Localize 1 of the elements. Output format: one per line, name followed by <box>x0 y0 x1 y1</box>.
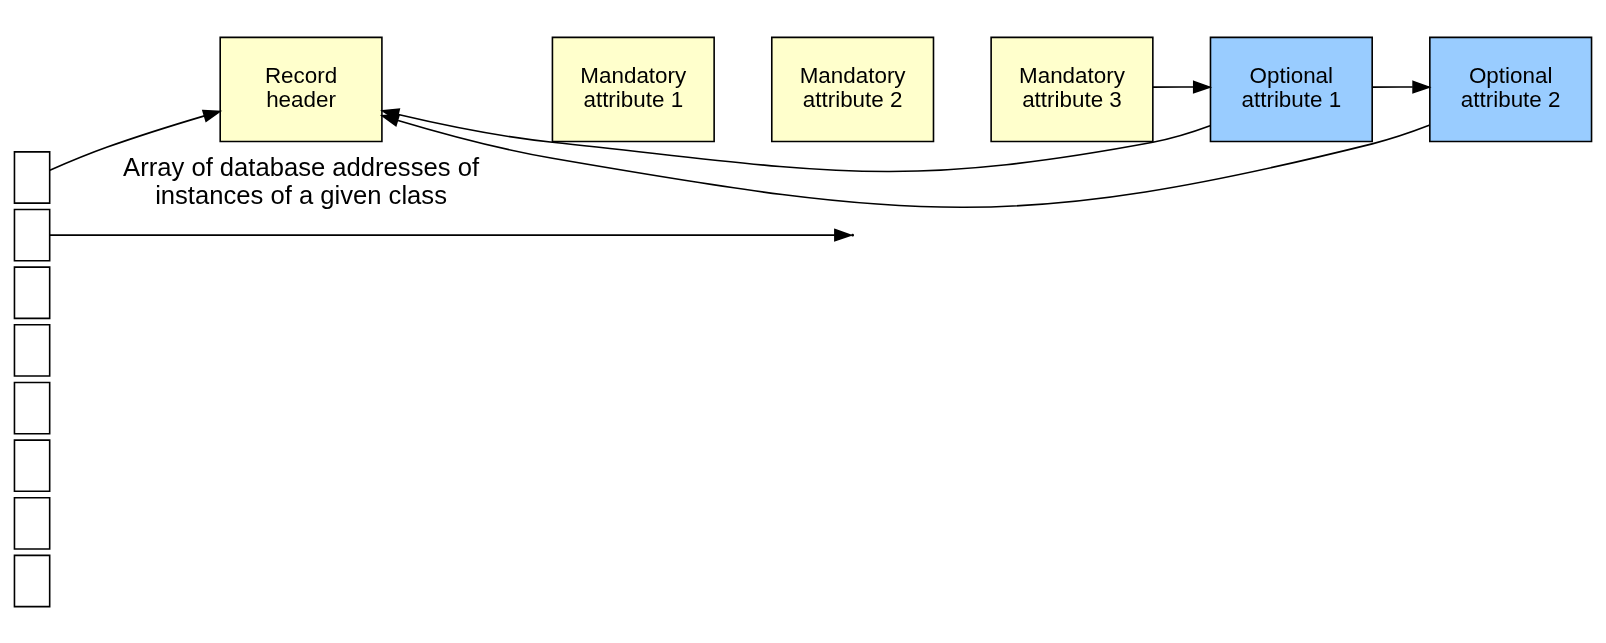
label: Array of database addresses of instances of a given class <box>123 152 480 209</box>
